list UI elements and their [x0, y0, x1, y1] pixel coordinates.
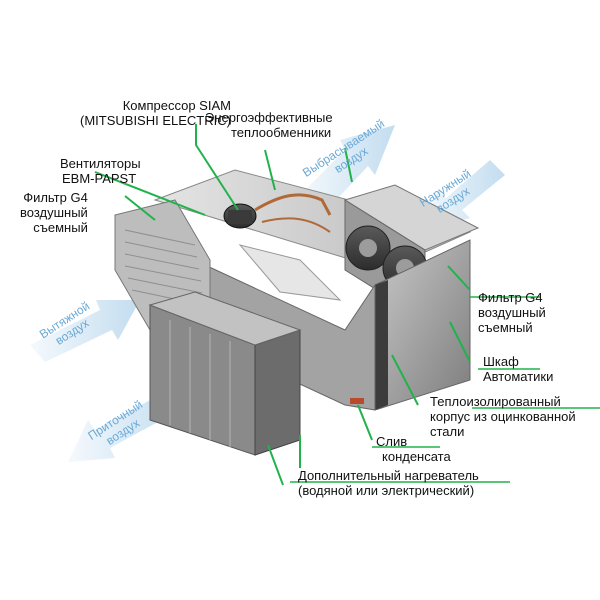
- refrigerant-pipes: [254, 193, 332, 216]
- filter-right-label: Фильтр G4 воздушный съемный: [478, 290, 546, 335]
- cabinet-label-line1: Шкаф: [483, 354, 519, 369]
- fans-label: Вентиляторы EBM-PAPST: [60, 156, 141, 186]
- housing-label-line3: стали: [430, 424, 465, 439]
- compressor-label-line1: Компрессор SIAM: [122, 98, 231, 113]
- filter-right-line3: съемный: [478, 320, 533, 335]
- heat-exchangers-label-line1: Энергоэффективные: [205, 110, 333, 125]
- fans-label-line1: Вентиляторы: [60, 156, 141, 171]
- filter-left-line1: Фильтр G4: [23, 190, 88, 205]
- filter-left-line3: съемный: [33, 220, 88, 235]
- heater-label: Дополнительный нагреватель (водяной или …: [298, 468, 479, 498]
- drain-label-line2: конденсата: [382, 449, 451, 464]
- compressor-label: Компрессор SIAM (MITSUBISHI ELECTRIC): [80, 98, 231, 128]
- fans-label-line2: EBM-PAPST: [62, 171, 137, 186]
- filter-right-line1: Фильтр G4: [478, 290, 543, 305]
- condensate-drain: [350, 398, 364, 404]
- heater-label-line1: Дополнительный нагреватель: [298, 468, 479, 483]
- extract-air-arrow: [30, 300, 140, 362]
- compressor-label-line2: (MITSUBISHI ELECTRIC): [80, 113, 231, 128]
- filter-left-label: Фильтр G4 воздушный съемный: [20, 190, 88, 235]
- filter-left-line2: воздушный: [20, 205, 88, 220]
- heater-label-line2: (водяной или электрический): [298, 483, 475, 498]
- heater-block-top: [148, 291, 302, 346]
- heat-exchangers-label-line2: теплообменники: [231, 125, 332, 140]
- housing-label-line2: корпус из оцинкованной: [430, 409, 576, 424]
- drain-label: Слив конденсата: [376, 434, 451, 464]
- filter-right-line2: воздушный: [478, 305, 546, 320]
- housing-label: Теплоизолированный корпус из оцинкованно…: [430, 394, 576, 439]
- heater-block-side: [254, 329, 301, 456]
- leader-lines: [94, 124, 600, 486]
- unit-body: [114, 169, 480, 456]
- heat-exchanger-panel: [238, 244, 342, 301]
- drain-label-line1: Слив: [376, 434, 408, 449]
- heat-exchangers-label: Энергоэффективные теплообменники: [205, 110, 333, 140]
- exhaust-air-arrow: [300, 125, 395, 212]
- cabinet-label-line2: Автоматики: [483, 369, 554, 384]
- housing-label-line1: Теплоизолированный: [430, 394, 561, 409]
- cabinet-label: Шкаф Автоматики: [483, 354, 553, 384]
